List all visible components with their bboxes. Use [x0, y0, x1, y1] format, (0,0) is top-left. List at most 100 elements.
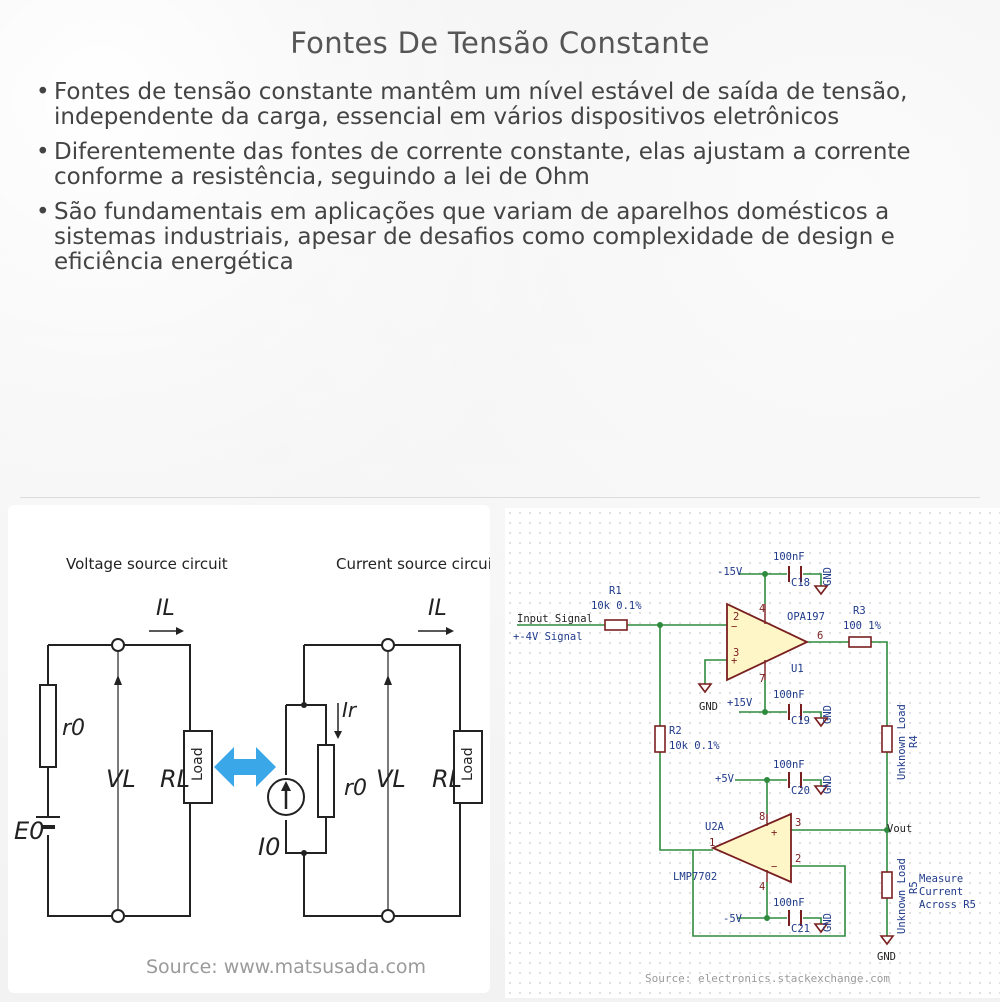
constant-current-schematic: Input Signal +-4V Signal R1 10k 0.1% R2 …	[505, 508, 1000, 998]
r3-resistor	[848, 636, 872, 648]
pin-label: 2	[795, 853, 801, 865]
c20-ref: C20	[791, 785, 810, 797]
c19-ref: C19	[791, 715, 810, 727]
neg5-label: -5V	[723, 913, 743, 925]
r1-resistor	[604, 619, 628, 631]
pin-label: 8	[759, 811, 765, 823]
bullet-item: Diferentemente das fontes de corrente co…	[34, 140, 984, 190]
cap-value: 100nF	[773, 689, 805, 701]
minus-input: −	[731, 621, 737, 633]
resistors	[604, 619, 893, 899]
pin-label: 4	[759, 603, 765, 615]
voltage-circuit-wire	[47, 644, 191, 917]
r1-ref: R1	[609, 585, 622, 597]
cap-value: 100nF	[773, 551, 805, 563]
pin-label: 3	[795, 817, 801, 829]
vl-arrowhead	[114, 675, 122, 685]
terminal	[381, 638, 395, 652]
r0-resistor	[317, 744, 335, 818]
pin-label: 4	[759, 881, 765, 893]
gnd-label: GND	[699, 701, 718, 713]
r0-label: r0	[62, 716, 85, 741]
r2-ref: R2	[669, 725, 682, 737]
pin-label: 7	[759, 673, 765, 685]
neg15-label: -15V	[717, 566, 743, 578]
e0-label: E0	[14, 817, 44, 845]
pos15-label: +15V	[727, 697, 753, 709]
r3-value: 100 1%	[843, 620, 882, 632]
u1-label: U1	[791, 663, 804, 675]
load-box	[183, 730, 213, 804]
terminal	[111, 638, 125, 652]
source-circuits-diagram: Voltage source circuit Current source ci…	[14, 555, 498, 978]
gnd-label: GND	[822, 913, 834, 932]
ir-label: Ir	[342, 698, 358, 722]
pin-label: 1	[709, 837, 715, 849]
r2-value: 10k 0.1%	[669, 740, 720, 752]
measure-label: Across R5	[919, 899, 976, 911]
r0-label: r0	[344, 776, 367, 801]
rl-label: RL	[160, 765, 190, 793]
voltage-current-source-figure: Voltage source circuit Current source ci…	[8, 505, 498, 993]
double-arrow-icon	[214, 747, 276, 787]
schematic-wires	[517, 573, 888, 937]
page-title: Fontes De Tensão Constante	[290, 26, 710, 60]
c21-ref: C21	[791, 923, 810, 935]
r0-resistor	[39, 684, 57, 768]
pin-label: 3	[733, 647, 739, 659]
measure-label: Current	[919, 886, 963, 898]
load-label: Load	[190, 747, 206, 781]
cap-value: 100nF	[773, 897, 805, 909]
cap-value: 100nF	[773, 759, 805, 771]
opamp-schematic-diagram: Input Signal +-4V Signal R1 10k 0.1% R2 …	[513, 551, 976, 985]
r4-resistor	[881, 725, 893, 753]
voltage-title: Voltage source circuit	[66, 555, 228, 573]
il-label: IL	[428, 596, 447, 621]
pin-label: 2	[733, 611, 739, 623]
unknown-load-label: Unknown Load	[896, 858, 908, 934]
opa197-label: OPA197	[787, 611, 825, 623]
bullet-item: Fontes de tensão constante mantêm um nív…	[34, 80, 984, 130]
input-signal-label: Input Signal	[517, 613, 593, 625]
bullet-item: São fundamentais em aplicações que varia…	[34, 200, 984, 275]
section-divider	[20, 497, 980, 498]
il-label: IL	[156, 596, 175, 621]
vl-label: VL	[106, 765, 136, 793]
plus-input: +	[771, 827, 777, 839]
source-credit: Source: www.matsusada.com	[146, 956, 426, 978]
capacitors	[788, 566, 802, 926]
gnd-label: GND	[822, 567, 834, 586]
load-label: Load	[460, 747, 476, 781]
signal-range-label: +-4V Signal	[513, 631, 583, 643]
vl-label: VL	[376, 765, 406, 793]
r5-ref: R5	[908, 881, 920, 894]
current-title: Current source circuit	[336, 555, 490, 573]
unknown-load-label: Unknown Load	[896, 704, 908, 780]
opamps	[710, 602, 810, 884]
r4-ref: R4	[908, 735, 920, 748]
minus-input: −	[771, 861, 777, 873]
bullet-list: Fontes de tensão constante mantêm um nív…	[34, 80, 984, 285]
current-circuit-wire	[303, 644, 461, 917]
c18-ref: C18	[791, 577, 810, 589]
lmp7702-label: LMP7702	[673, 871, 717, 883]
rl-label: RL	[432, 765, 462, 793]
r5-resistor	[881, 871, 893, 899]
pin-label: 6	[817, 630, 823, 642]
r3-ref: R3	[853, 605, 866, 617]
r2-resistor	[654, 725, 666, 753]
pos5-label: +5V	[715, 773, 735, 785]
source-credit: Source: electronics.stackexchange.com	[645, 972, 890, 985]
terminal	[111, 909, 125, 923]
opa197-triangle	[726, 602, 810, 682]
plus-input: +	[731, 655, 737, 667]
vout-label: Vout	[887, 823, 912, 835]
i0-label: I0	[258, 833, 280, 861]
gnd-symbols	[697, 585, 895, 946]
gnd-label: GND	[822, 775, 834, 794]
u2a-label: U2A	[705, 821, 725, 833]
gnd-label: GND	[822, 705, 834, 724]
il-arrowhead	[176, 627, 184, 635]
lmp7702-triangle	[710, 812, 792, 884]
load-box	[453, 730, 483, 804]
